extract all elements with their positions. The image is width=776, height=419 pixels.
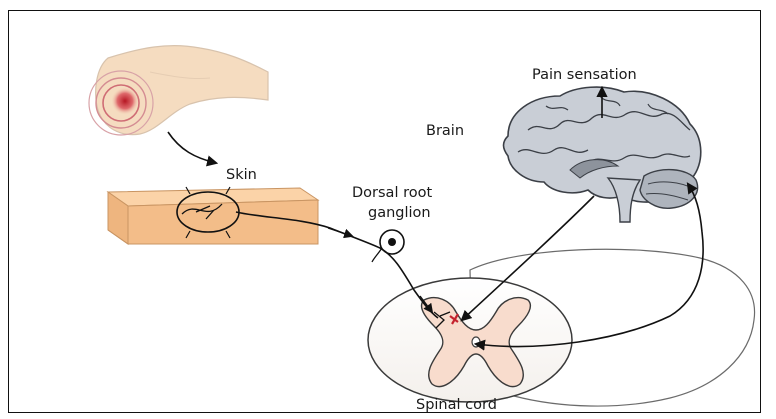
pain-sensation-label: Pain sensation — [532, 66, 637, 84]
ganglion-label: ganglion — [368, 204, 431, 222]
arrow-arm-to-skin — [168, 132, 216, 163]
skin-label: Skin — [226, 166, 257, 184]
skin-block — [108, 188, 318, 244]
brain-label: Brain — [426, 122, 464, 140]
dorsal-root-label: Dorsal root — [352, 184, 432, 202]
spinal-cord-section — [368, 249, 755, 406]
spinal-cord-label: Spinal cord — [416, 396, 497, 414]
